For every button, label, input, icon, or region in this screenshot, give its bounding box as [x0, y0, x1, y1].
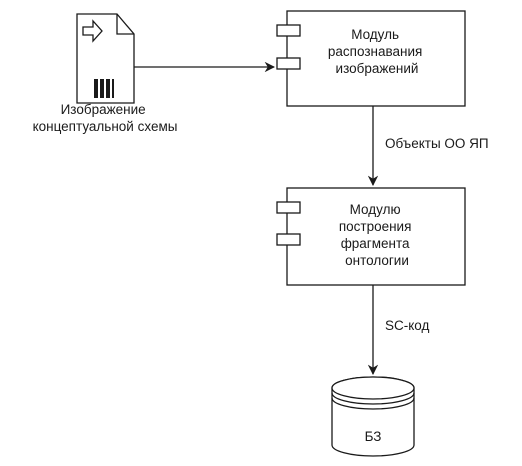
- module-recognition-label-line: изображений: [336, 61, 419, 76]
- component-port-icon: [276, 201, 301, 214]
- module-ontology-label-line: фрагмента: [341, 236, 410, 251]
- image-document-label-line: концептуальной схемы: [33, 119, 178, 134]
- image-document-label-line: Изображение: [61, 102, 146, 117]
- image-document-label: Изображение концептуальной схемы: [33, 102, 178, 134]
- module-ontology-label: Модулю построения фрагмента онтологии: [339, 202, 415, 268]
- database-inner-rim: [331, 397, 415, 410]
- document-icon: [76, 13, 135, 104]
- edge-label-objects: Объекты ОО ЯП: [385, 136, 489, 151]
- component-port-icon: [276, 57, 301, 70]
- module-recognition-label: Модуль распознавания изображений: [328, 27, 426, 76]
- module-recognition-label-line: распознавания: [328, 44, 422, 59]
- knowledge-base-label: БЗ: [365, 429, 382, 444]
- image-document-node[interactable]: Изображение концептуальной схемы: [33, 13, 178, 134]
- module-ontology-label-line: Модулю: [350, 202, 401, 217]
- module-ontology-label-line: онтологии: [345, 253, 409, 268]
- knowledge-base-node[interactable]: БЗ: [331, 376, 415, 457]
- document-fold: [116, 14, 134, 35]
- database-top-rim: [331, 376, 415, 400]
- component-port-icon: [276, 233, 301, 246]
- component-box: [286, 187, 466, 286]
- edge-label-sc-code: SC-код: [385, 318, 430, 333]
- module-recognition-label-line: Модуль: [351, 27, 399, 42]
- module-ontology-node[interactable]: Модулю построения фрагмента онтологии: [276, 187, 466, 286]
- module-ontology-label-line: построения: [339, 219, 412, 234]
- barcode-icon: [94, 79, 114, 98]
- component-port-icon: [276, 24, 301, 37]
- database-inner-rim: [331, 392, 415, 405]
- arrow-right-icon: [82, 19, 103, 43]
- module-recognition-node[interactable]: Модуль распознавания изображений: [276, 10, 466, 107]
